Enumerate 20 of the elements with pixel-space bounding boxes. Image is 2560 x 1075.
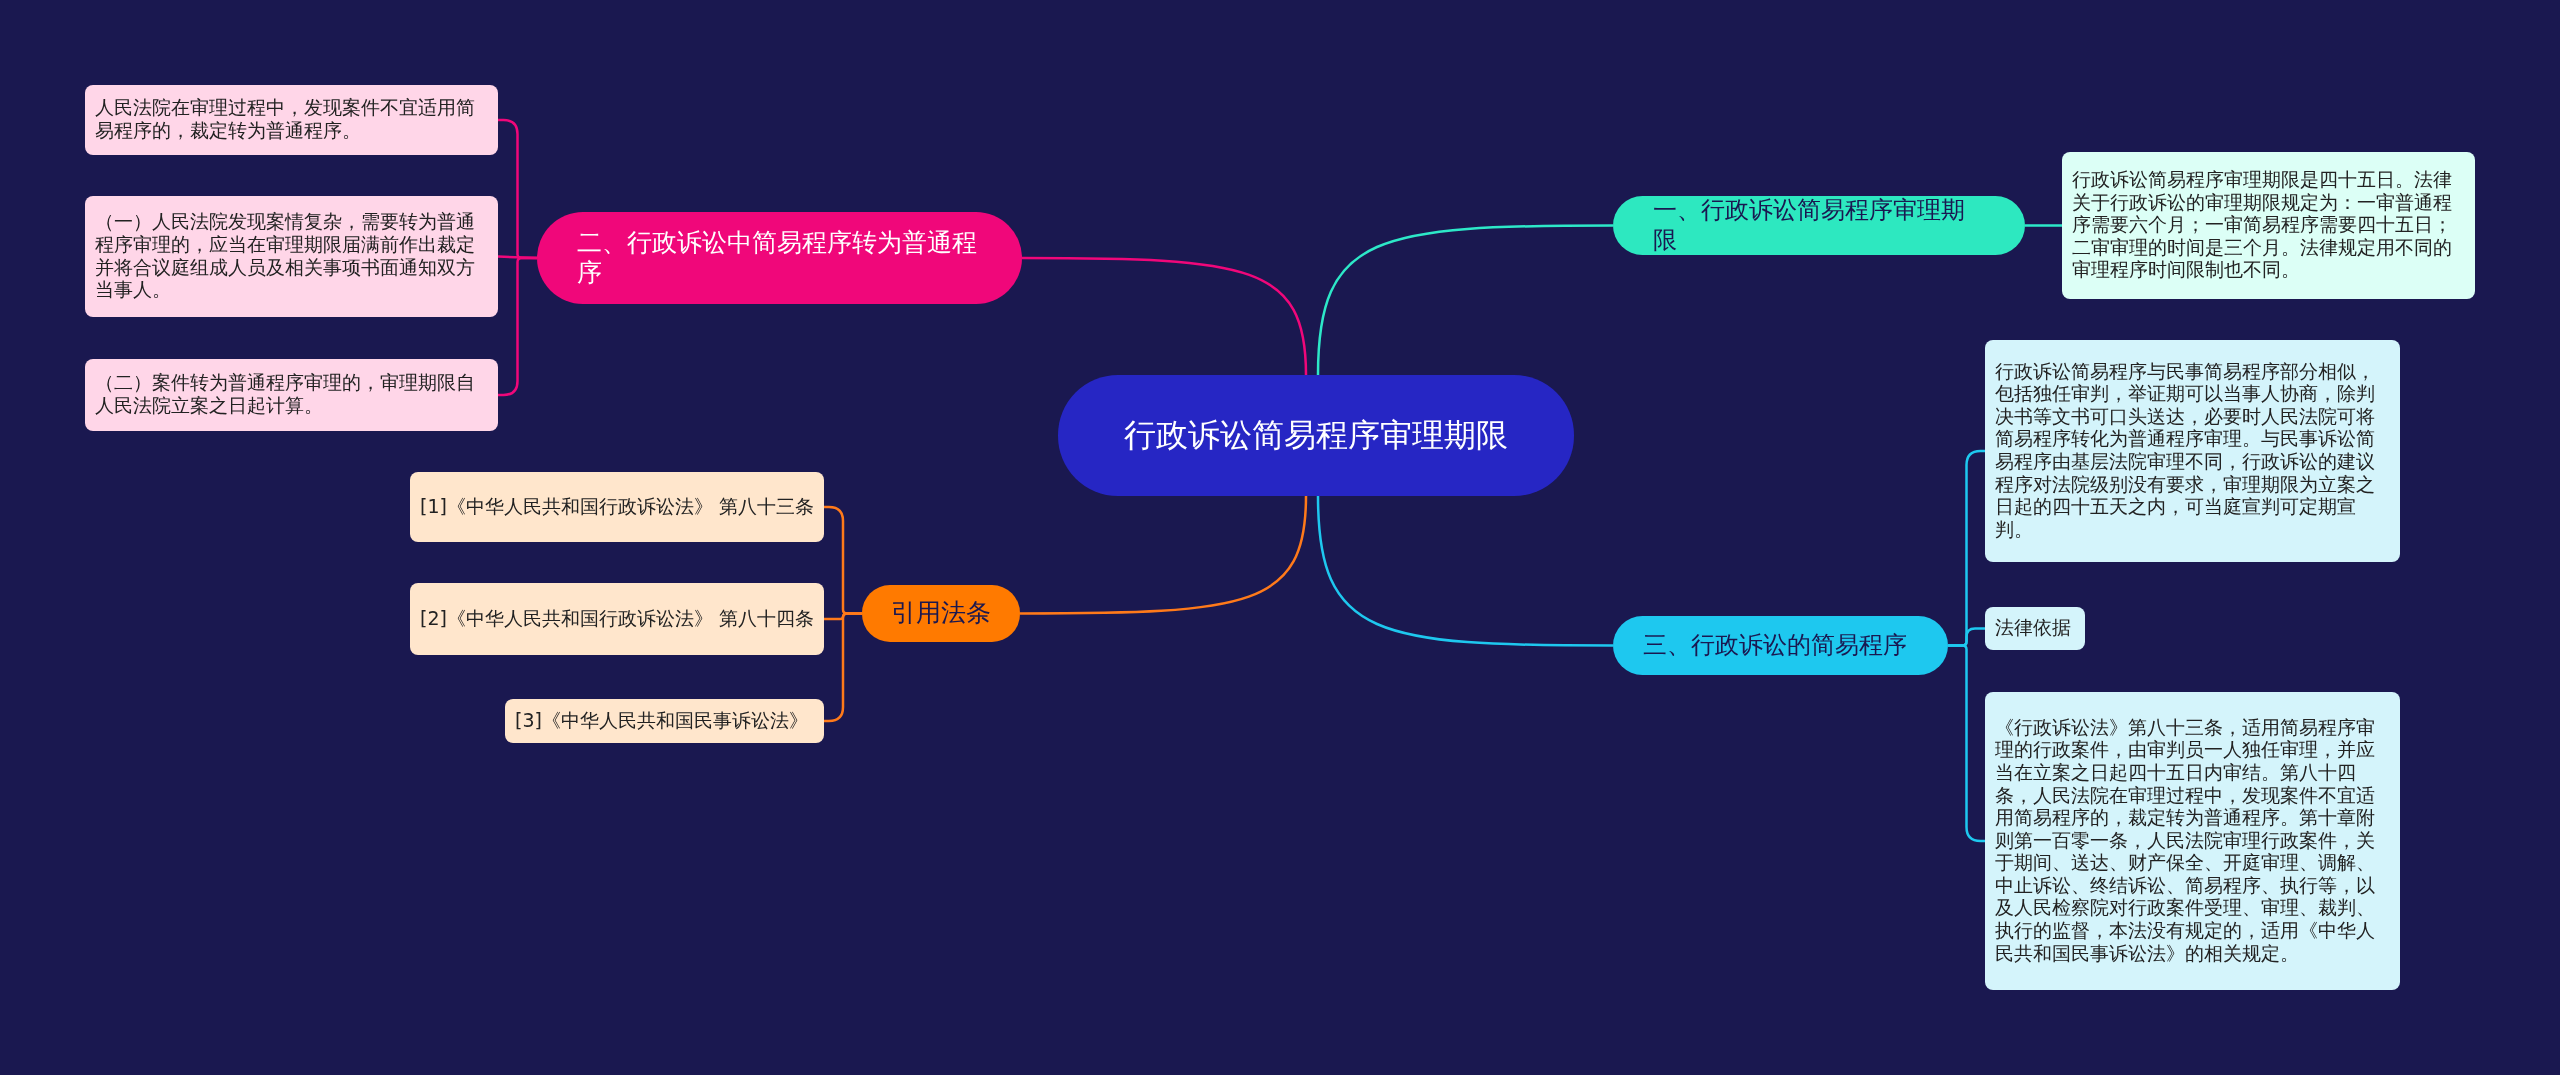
note-box: 行政诉讼简易程序与民事简易程序部分相似，包括独任审判，举证期可以当事人协商，除判决书等文书可口头送达，必要时人民法院可将简易程序转化为普通程序审理。与民事诉讼简易程序由基层法院审理不同，行政诉讼的建议程序对法院级别没有要求，审理期限为立案之日起的四十五天之内，可当庭宣判可定期宣判。 bbox=[1985, 340, 2400, 562]
note-box: 人民法院在审理过程中，发现案件不宜适用简易程序的，裁定转为普通程序。 bbox=[85, 85, 498, 155]
connector-line bbox=[1020, 495, 1308, 615]
note-box: 法律依据 bbox=[1985, 607, 2085, 650]
connector-line bbox=[1316, 224, 1613, 376]
note-box: 《行政诉讼法》第八十三条，适用简易程序审理的行政案件，由审判员一人独任审理，并应当在立案之日起四十五日内审结。第八十四条，人民法院在审理过程中，发现案件不宜适用简易程序的，裁定转为普通程序。第十章附则第一百零一条，人民法院审理行政案件，关于期间、送达、财产保全、开庭审理、调解、中止诉讼、终结诉讼、简易程序、执行等，以及人民检察院对行政案件受理、审理、裁判、执行的监督，本法没有规定的，适用《中华人民共和国民事诉讼法》的相关规定。 bbox=[1985, 692, 2400, 990]
connector-line bbox=[2025, 224, 2062, 227]
note-box: （二）案件转为普通程序审理的，审理期限自人民法院立案之日起计算。 bbox=[85, 359, 498, 431]
note-box: [3]《中华人民共和国民事诉讼法》 bbox=[505, 699, 824, 743]
topic-pill: 三、行政诉讼的简易程序 bbox=[1613, 616, 1948, 675]
central-topic: 行政诉讼简易程序审理期限 bbox=[1058, 375, 1574, 496]
connector-line bbox=[1316, 495, 1613, 647]
note-box: （一）人民法院发现案情复杂，需要转为普通程序审理的，应当在审理期限届满前作出裁定并将合议庭组成人员及相关事项书面通知双方当事人。 bbox=[85, 196, 498, 317]
topic-pill: 一、行政诉讼简易程序审理期限 bbox=[1613, 196, 2025, 255]
note-box: [2]《中华人民共和国行政诉讼法》 第八十四条 bbox=[410, 583, 824, 655]
topic-pill: 二、行政诉讼中简易程序转为普通程序 bbox=[537, 212, 1022, 304]
note-box: [1]《中华人民共和国行政诉讼法》 第八十三条 bbox=[410, 472, 824, 542]
topic-pill: 引用法条 bbox=[862, 585, 1020, 642]
note-box: 行政诉讼简易程序审理期限是四十五日。法律关于行政诉讼的审理期限规定为：一审普通程序需要六个月；一审简易程序需要四十五日；二审审理的时间是三个月。法律规定用不同的审理程序时间限制也不同。 bbox=[2062, 152, 2475, 299]
connector-line bbox=[1022, 256, 1308, 376]
